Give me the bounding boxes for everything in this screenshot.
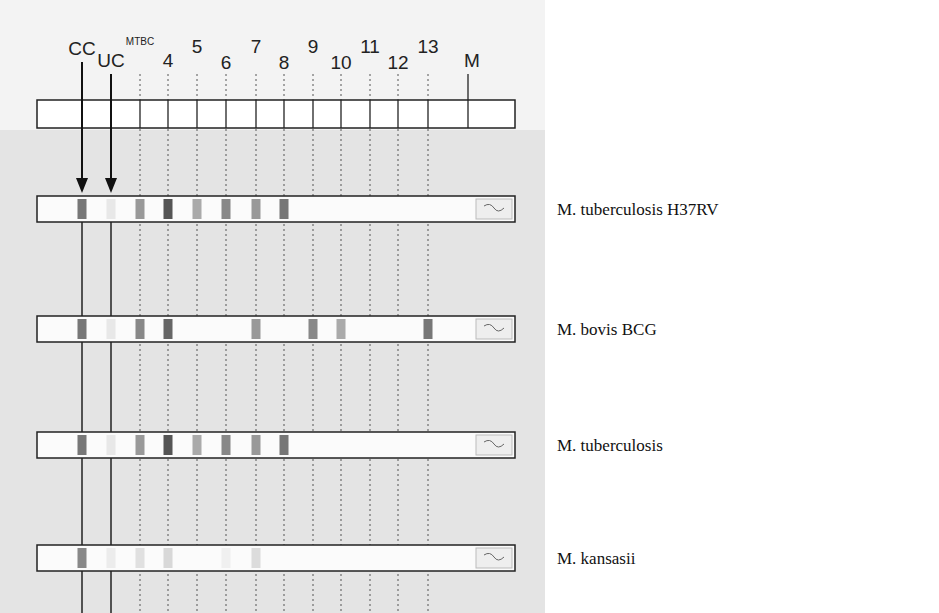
zone-label: UC bbox=[97, 51, 124, 70]
probe-band bbox=[136, 548, 145, 568]
guide-dotted bbox=[341, 74, 342, 613]
probe-band bbox=[78, 435, 87, 455]
strip-body bbox=[37, 432, 515, 458]
template-divider bbox=[397, 100, 398, 128]
probe-band bbox=[280, 199, 289, 219]
probe-band bbox=[222, 548, 231, 568]
zone-label: 4 bbox=[163, 51, 174, 70]
probe-band bbox=[193, 435, 202, 455]
guide-dotted bbox=[197, 74, 198, 613]
template-divider bbox=[196, 100, 197, 128]
species-label: M. bovis BCG bbox=[557, 321, 657, 338]
probe-band bbox=[280, 435, 289, 455]
zone-label: 10 bbox=[330, 53, 351, 72]
probe-band bbox=[252, 435, 261, 455]
zone-label: 9 bbox=[308, 37, 319, 56]
template-divider bbox=[369, 100, 370, 128]
strip-tag bbox=[476, 199, 512, 219]
probe-band bbox=[164, 435, 173, 455]
test-strip bbox=[37, 545, 515, 571]
zone-label: 7 bbox=[251, 37, 262, 56]
strip-body bbox=[37, 545, 515, 571]
species-label: M. kansasii bbox=[557, 550, 635, 567]
pointer-arrow bbox=[110, 74, 112, 180]
probe-band bbox=[164, 199, 173, 219]
strip-body bbox=[37, 316, 515, 342]
template-divider bbox=[225, 100, 226, 128]
probe-band bbox=[136, 319, 145, 339]
tag-scribble bbox=[484, 553, 504, 560]
test-strip bbox=[37, 432, 515, 458]
probe-band bbox=[164, 548, 173, 568]
pointer-arrow bbox=[81, 62, 83, 180]
strip-body bbox=[37, 196, 515, 222]
probe-band bbox=[107, 199, 116, 219]
probe-band bbox=[78, 548, 87, 568]
zone-label: 12 bbox=[387, 53, 408, 72]
template-box bbox=[37, 100, 515, 128]
probe-band bbox=[424, 319, 433, 339]
probe-band bbox=[309, 319, 318, 339]
template-divider bbox=[340, 100, 341, 128]
guide-dotted bbox=[168, 74, 169, 613]
strip-tag bbox=[476, 548, 512, 568]
guide-dotted bbox=[256, 74, 257, 613]
probe-band bbox=[252, 548, 261, 568]
strip-tag bbox=[476, 319, 512, 339]
probe-band bbox=[107, 319, 116, 339]
template-divider bbox=[312, 100, 313, 128]
zone-label: 13 bbox=[417, 37, 438, 56]
zone-label: 6 bbox=[221, 53, 232, 72]
probe-band bbox=[136, 435, 145, 455]
probe-band bbox=[337, 319, 346, 339]
zone-label: CC bbox=[68, 39, 95, 58]
template-divider bbox=[255, 100, 256, 128]
zone-label: 11 bbox=[360, 37, 380, 56]
probe-band bbox=[222, 435, 231, 455]
guide-dotted bbox=[284, 74, 285, 613]
template-divider bbox=[139, 100, 140, 128]
probe-band bbox=[136, 199, 145, 219]
species-label: M. tuberculosis H37RV bbox=[557, 201, 719, 218]
panel-ground bbox=[0, 0, 545, 613]
guide-dotted bbox=[226, 74, 227, 613]
probe-band bbox=[222, 199, 231, 219]
probe-band bbox=[78, 319, 87, 339]
guide-dotted bbox=[398, 74, 399, 613]
tag-scribble bbox=[484, 204, 504, 211]
test-strip bbox=[37, 316, 515, 342]
probe-band bbox=[78, 199, 87, 219]
zone-label: 5 bbox=[192, 37, 203, 56]
arrow-head bbox=[76, 178, 88, 193]
template-divider bbox=[167, 100, 168, 128]
template-divider bbox=[467, 74, 468, 128]
species-label: M. tuberculosis bbox=[557, 437, 663, 454]
template-divider bbox=[283, 100, 284, 128]
guide-dotted bbox=[313, 74, 314, 613]
zone-label: 8 bbox=[279, 53, 290, 72]
probe-band bbox=[107, 435, 116, 455]
guide-dotted bbox=[370, 74, 371, 613]
tag-scribble bbox=[484, 440, 504, 447]
strip-tag bbox=[476, 435, 512, 455]
template-divider bbox=[427, 100, 428, 128]
zone-label: MTBC bbox=[126, 37, 154, 47]
probe-band bbox=[193, 199, 202, 219]
tag-scribble bbox=[484, 324, 504, 331]
probe-band bbox=[107, 548, 116, 568]
test-strip bbox=[37, 196, 515, 222]
zone-label: M bbox=[464, 51, 480, 70]
probe-band bbox=[252, 319, 261, 339]
guide-dotted bbox=[428, 74, 429, 613]
guide-dotted bbox=[140, 74, 141, 613]
probe-band bbox=[252, 199, 261, 219]
arrow-head bbox=[105, 178, 117, 193]
probe-band bbox=[164, 319, 173, 339]
